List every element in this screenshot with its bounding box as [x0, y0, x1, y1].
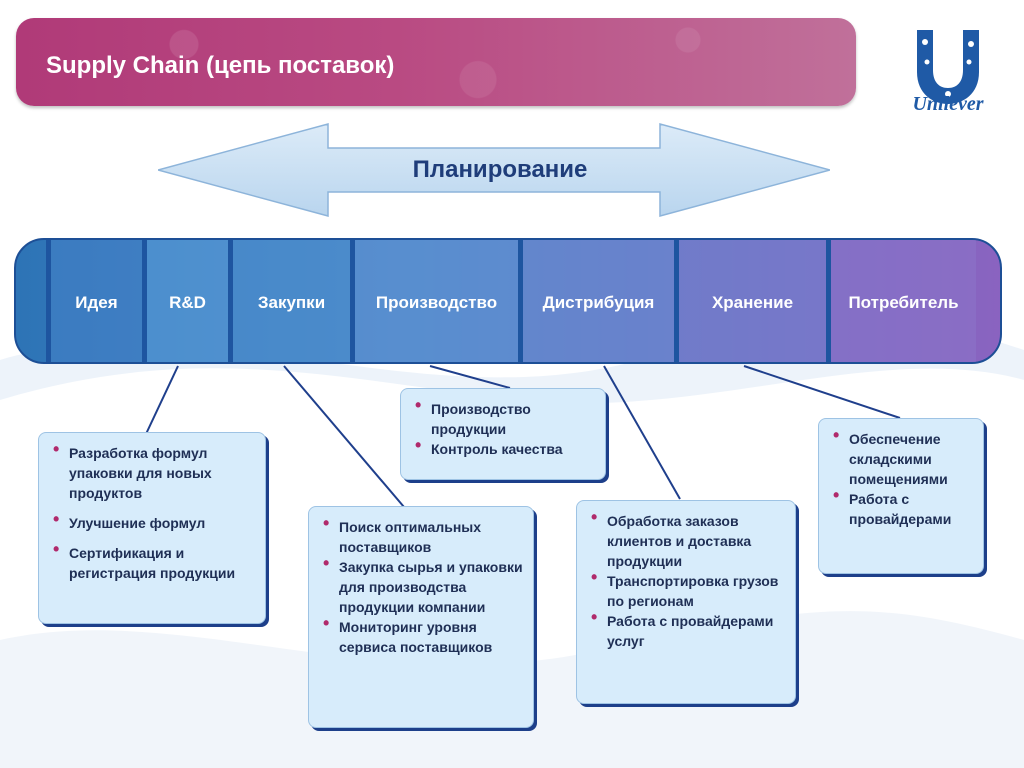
- list-item: Мониторинг уровня сервиса поставщиков: [323, 613, 523, 657]
- list-item: Сертификация и регистрация продукции: [53, 539, 255, 583]
- stage-production: Производство: [350, 240, 518, 362]
- list-item: Поиск оптимальных поставщиков: [323, 513, 523, 557]
- stage-label: Потребитель: [848, 293, 959, 312]
- list-item: Обработка заказов клиентов и доставка пр…: [591, 507, 785, 571]
- rnd-details-box: Разработка формул упаковки для новых про…: [38, 432, 266, 624]
- stage-label: Хранение: [711, 293, 794, 312]
- distribution-details-box: Обработка заказов клиентов и доставка пр…: [576, 500, 796, 704]
- planning-double-arrow: [158, 123, 830, 217]
- list-item: Работа с провайдерами: [833, 485, 973, 529]
- list-item: Разработка формул упаковки для новых про…: [53, 439, 255, 503]
- stage-label: Производство: [375, 293, 498, 312]
- stage-distribution: Дистрибуция: [518, 240, 674, 362]
- stage-label: R&D: [169, 293, 206, 312]
- production-details-box: Производство продукции Контроль качества: [400, 388, 606, 480]
- logo-wordmark: Unilever: [912, 93, 984, 115]
- stage-idea: Идея: [46, 240, 142, 362]
- procurement-details-box: Поиск оптимальных поставщиков Закупка сы…: [308, 506, 534, 728]
- stage-procurement: Закупки: [228, 240, 350, 362]
- supply-chain-bar: Идея R&D Закупки Производство Дистрибуци…: [14, 238, 1002, 364]
- list-item: Обеспечение складскими помещениями: [833, 425, 973, 489]
- stage-rnd: R&D: [142, 240, 228, 362]
- stage-storage: Хранение: [674, 240, 826, 362]
- list-item: Работа с провайдерами услуг: [591, 607, 785, 651]
- planning-label: Планирование: [412, 156, 588, 183]
- stage-label: Дистрибуция: [542, 293, 655, 312]
- stage-consumer: Потребитель: [826, 240, 976, 362]
- storage-details-box: Обеспечение складскими помещениями Работ…: [818, 418, 984, 574]
- title-bar: [16, 18, 856, 106]
- list-item: Закупка сырья и упаковки для производств…: [323, 553, 523, 617]
- unilever-logo-icon: [917, 30, 979, 104]
- list-item: Транспортировка грузов по регионам: [591, 567, 785, 611]
- stage-label: Закупки: [257, 293, 326, 312]
- page-title: Supply Chain (цепь поставок): [46, 52, 395, 79]
- stage-label: Идея: [75, 293, 118, 312]
- list-item: Контроль качества: [415, 435, 595, 459]
- list-item: Производство продукции: [415, 395, 595, 439]
- list-item: Улучшение формул: [53, 509, 255, 533]
